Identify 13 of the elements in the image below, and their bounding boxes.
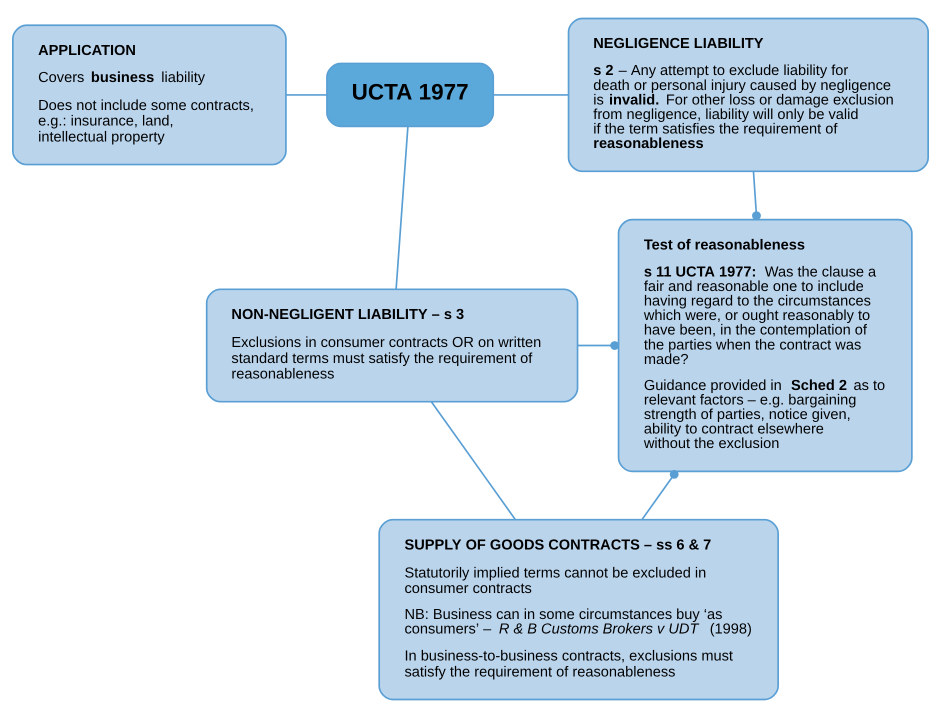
node-box: UCTA 1977: [326, 62, 494, 127]
connector: [578, 340, 620, 350]
connector: [430, 400, 516, 520]
node-box: NEGLIGENCE LIABILITY s 2 – Any attempt to exclude liability for death or personal injury caused by negligence is invalid. For other loss or damage exclusion from negligence, liability will only be valid if the term satisfies the requirement of reasonableness: [568, 17, 929, 172]
node-box: SUPPLY OF GOODS CONTRACTS – ss 6 & 7 Statutorily implied terms cannot be excluded in consumer contracts NB: Business can in some circumstances buy ‘as consumers’ – R & B Customs Brokers v UDT (1998) In business-to-business contracts, exclusions must satisfy the requirement of reasonableness: [378, 518, 779, 700]
node-box: Test of reasonableness s 11 UCTA 1977: Was the clause a fair and reasonable one to include having regard to the circumstances which were, or ought reasonably to have been, in the contemplation of the parties when the contract was made? Guidance provided in Sched 2 as to relevant factors – e.g. bargaining strength of parties, notice given, ability to contract elsewhere without the exclusion: [618, 218, 913, 472]
node-box: NON-NEGLIGENT LIABILITY – s 3 Exclusions in consumer contracts OR on written standard terms must satisfy the requirement of reasonableness: [206, 288, 578, 402]
connector: [493, 94, 569, 96]
node-box: APPLICATION Covers business liability Does not include some contracts, e.g.: insurance, land, intellectual property: [12, 24, 287, 165]
connector: [752, 171, 761, 220]
connector: [641, 469, 679, 520]
connector: [286, 94, 326, 96]
connector: [395, 126, 409, 289]
